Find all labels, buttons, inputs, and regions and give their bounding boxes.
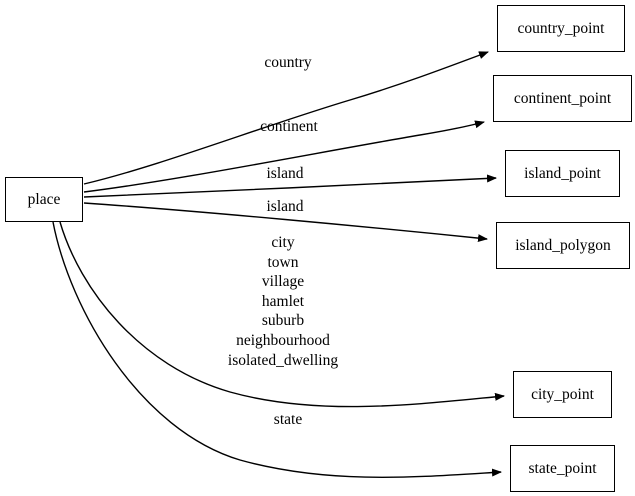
node-label: country_point — [517, 19, 605, 37]
node-continent_point[interactable]: continent_point — [493, 75, 632, 122]
edge-label-text: island — [266, 164, 303, 184]
node-label: island_point — [524, 164, 601, 182]
edge-label-text: country — [264, 53, 311, 73]
node-city_point[interactable]: city_point — [513, 371, 612, 418]
edge-label-line: country — [264, 54, 312, 71]
edge-place-to-island_point — [83, 174, 497, 198]
node-label: city_point — [531, 385, 594, 403]
edge-label-line: island — [266, 165, 304, 182]
edge-label-line: continent — [260, 118, 318, 135]
edge-label-line: state — [273, 411, 303, 428]
edge-label-line: isolated_dwelling — [227, 351, 339, 369]
node-label: island_polygon — [515, 236, 611, 254]
edge-label-line: town — [267, 253, 299, 271]
edge-path-group — [52, 51, 505, 479]
edge-place-to-state_point — [52, 221, 502, 479]
edge-place-to-island_polygon — [83, 202, 488, 243]
node-country_point[interactable]: country_point — [497, 5, 625, 52]
edge-place-to-country_point — [83, 51, 489, 185]
node-state_point[interactable]: state_point — [510, 445, 615, 492]
edge-place-to-continent_point — [83, 120, 485, 193]
node-label: place — [27, 190, 61, 208]
edge-label-line: neighbourhood — [236, 331, 330, 349]
node-label: continent_point — [513, 89, 612, 107]
edge-label-line: suburb — [261, 312, 305, 330]
node-island_polygon[interactable]: island_polygon — [496, 222, 630, 269]
node-label: state_point — [528, 459, 597, 477]
edge-label-line: hamlet — [261, 292, 305, 310]
edge-label-text: island — [266, 197, 303, 217]
node-place[interactable]: place — [5, 177, 83, 222]
edge-place-to-city_point — [59, 221, 505, 408]
edge-label-text: state — [274, 410, 302, 430]
edge-label-line: city — [271, 234, 295, 251]
node-island_point[interactable]: island_point — [505, 150, 620, 197]
edge-label-line: village — [261, 273, 305, 291]
edge-label-line: island — [266, 198, 304, 215]
edge-label-text: continent — [260, 117, 318, 137]
